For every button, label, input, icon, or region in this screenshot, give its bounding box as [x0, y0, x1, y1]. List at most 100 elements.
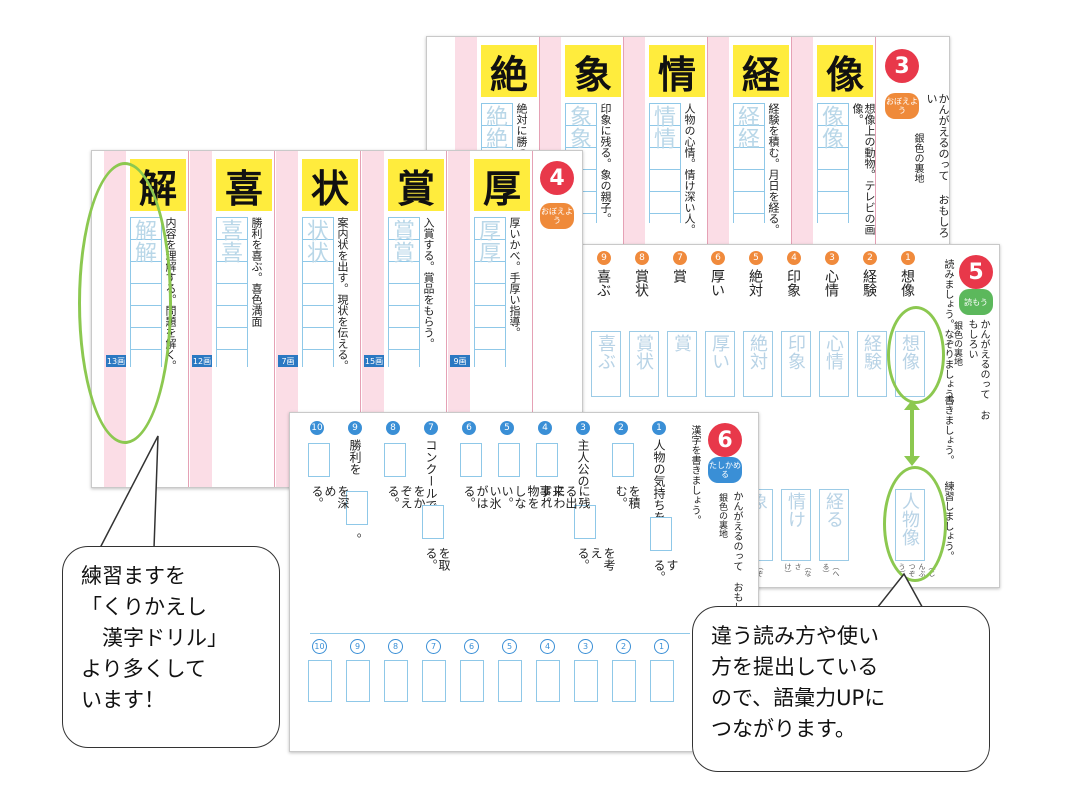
kanji-card-kou: 厚 厚厚 厚いかべ。手厚い指導。 9画: [448, 151, 533, 487]
page-number-badge: 6: [708, 423, 742, 457]
page-number-badge: 5: [959, 255, 993, 289]
highlight-ellipse-alt-reading: [883, 466, 947, 582]
kanji-example: 勝利を喜ぶ。喜色満面: [250, 217, 263, 327]
kanji-example: 経験を積む。月日を経る。: [767, 103, 780, 235]
highlight-link-arrow: [910, 408, 914, 458]
trace-ghost: 経経: [734, 105, 759, 149]
kanji-card-shou: 賞 賞賞 入賞する。賞品をもらう。 15画: [362, 151, 447, 487]
section-tag: おぼえよう: [540, 203, 574, 229]
answer-box[interactable]: [650, 517, 672, 551]
unit-title: かんがえるのって おもしろい: [731, 491, 742, 632]
trace-ghost: 賞賞: [389, 219, 414, 263]
answer-box[interactable]: [346, 491, 368, 525]
practice-label: 練習しましょう。: [942, 481, 953, 561]
answer-box[interactable]: [650, 660, 674, 702]
trace-ghost: 絶絶: [482, 105, 507, 149]
kanji-card-zou: 像 像像 想像上の動物。テレビの画像。: [791, 37, 876, 249]
answer-box[interactable]: [384, 443, 406, 477]
answer-box[interactable]: [574, 505, 596, 539]
speech-bubble-left: 練習ますを 「くりかえし 漢字ドリル」 より多くして います！: [62, 546, 280, 748]
unit-subtitle: 銀色の裏地: [912, 133, 923, 183]
instruction-read: 読みましょう。: [942, 259, 953, 329]
kanji-example: 案内状を出す。現状を伝える。: [336, 217, 349, 371]
answer-box[interactable]: [422, 505, 444, 539]
section-tag: たしかめる: [708, 457, 742, 483]
stroke-count: 15画: [364, 355, 384, 367]
answer-box[interactable]: [384, 660, 408, 702]
kanji-example: 人物の心情。情け深い人。: [683, 103, 696, 235]
answer-box[interactable]: [346, 660, 370, 702]
answer-row: 1 2 3 4 5 6 7 8 9 10: [290, 413, 758, 751]
stroke-count: 9画: [450, 355, 470, 367]
section-tag: 読もう: [959, 289, 993, 315]
highlight-ellipse-practice: [78, 162, 172, 444]
answer-box[interactable]: [536, 660, 560, 702]
kanji-char: 象: [565, 45, 621, 97]
kanji-char: 喜: [216, 159, 272, 211]
kanji-example: 入賞する。賞品をもらう。: [422, 217, 435, 349]
answer-box[interactable]: [574, 660, 598, 702]
answer-box[interactable]: [498, 660, 522, 702]
instruction: 漢字を書きましょう。: [689, 425, 700, 525]
kanji-char: 経: [733, 45, 789, 97]
answer-box[interactable]: [460, 443, 482, 477]
answer-box[interactable]: [498, 443, 520, 477]
kanji-char: 絶: [481, 45, 537, 97]
stroke-count: 7画: [278, 355, 298, 367]
trace-ghost: 厚厚: [475, 219, 500, 263]
page-number-badge: 3: [885, 49, 919, 83]
page4-kanji-columns: 厚 厚厚 厚いかべ。手厚い指導。 9画 賞 賞賞 入賞する。賞品をもらう。 15…: [100, 151, 540, 487]
kanji-char: 情: [649, 45, 705, 97]
kanji-char: 状: [302, 159, 358, 211]
page-number-badge: 4: [540, 161, 574, 195]
stroke-count: 12画: [192, 355, 212, 367]
trace-ghost: 像像: [818, 105, 843, 149]
kanji-card-kei: 経 経経 経験を積む。月日を経る。: [707, 37, 792, 249]
answer-box[interactable]: [612, 443, 634, 477]
arrow-head-up: [904, 400, 920, 410]
kanji-example: 印象に残る。象の親子。: [599, 103, 612, 224]
answer-box[interactable]: [536, 443, 558, 477]
trace-ghost: 情情: [650, 105, 675, 149]
bubble-tail-left: [99, 435, 159, 550]
kanji-char: 像: [817, 45, 873, 97]
highlight-ellipse-reading: [887, 306, 945, 404]
unit-subtitle: 銀色の裏地: [717, 493, 727, 538]
answer-box[interactable]: [460, 660, 484, 702]
trace-ghost: 喜喜: [217, 219, 242, 263]
section-tag: おぼえよう: [885, 93, 919, 119]
answer-box[interactable]: [308, 443, 330, 477]
kanji-char: 厚: [474, 159, 530, 211]
arrow-head-down: [904, 456, 920, 466]
answer-box[interactable]: [308, 660, 332, 702]
kanji-card-ki: 喜 喜喜 勝利を喜ぶ。喜色満面 12画: [190, 151, 275, 487]
instruction-write: 書きましょう。: [942, 395, 953, 465]
unit-title: かんがえるのって おもしろい: [925, 93, 950, 238]
page3-kanji-columns: 像 像像 想像上の動物。テレビの画像。 経 経経 経験を積む。月日を経る。 情 …: [447, 37, 877, 249]
answer-box[interactable]: [612, 660, 636, 702]
instruction-trace: なぞりましょう。: [942, 329, 953, 409]
kanji-example: 厚いかべ。手厚い指導。: [508, 217, 521, 338]
answer-box[interactable]: [422, 660, 446, 702]
unit-subtitle: 銀色の裏地: [952, 321, 962, 366]
worksheet-page-6: 6 たしかめる かんがえるのって おもしろい 銀色の裏地 漢字を書きましょう。 …: [289, 412, 759, 752]
unit-title: かんがえるのって おもしろい: [966, 319, 989, 420]
